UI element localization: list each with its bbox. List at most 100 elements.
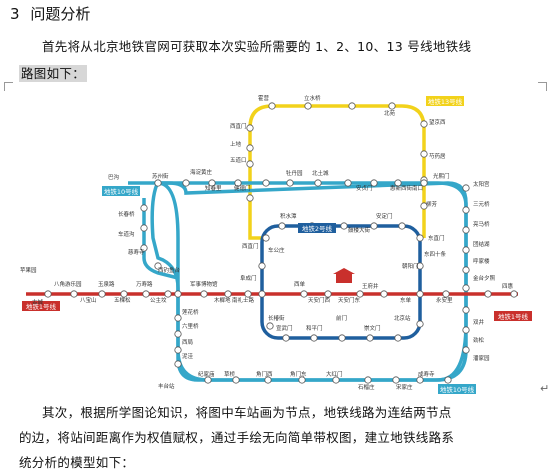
station-label: 柳芳 bbox=[426, 200, 438, 208]
station-marker bbox=[462, 346, 470, 354]
station-marker bbox=[140, 224, 148, 232]
station-label: 大红门 bbox=[326, 370, 343, 378]
station-marker bbox=[298, 376, 306, 384]
station-label: 军事博物馆 bbox=[190, 280, 218, 288]
station-marker bbox=[462, 206, 470, 214]
station-marker bbox=[140, 204, 148, 212]
station-label: 牡丹园 bbox=[286, 169, 303, 177]
station-label: 西直门 bbox=[230, 122, 247, 130]
station-marker bbox=[324, 290, 332, 298]
station-label: 金台夕照 bbox=[473, 274, 496, 282]
station-marker bbox=[484, 290, 492, 298]
station-marker bbox=[370, 222, 378, 230]
station-marker bbox=[174, 314, 182, 322]
station-marker bbox=[208, 179, 216, 187]
station-label: 成寿寺 bbox=[418, 370, 435, 378]
station-marker bbox=[246, 124, 254, 132]
station-label: 东直门 bbox=[428, 234, 445, 242]
paragraph-2-line-1: 其次，根据所学图论知识，将图中车站画为节点，地铁线路为连结两节点 bbox=[42, 405, 452, 420]
station-marker bbox=[234, 179, 242, 187]
station-label: 车公庄 bbox=[268, 246, 285, 254]
legend-line1-left: 地铁1号线 bbox=[22, 301, 60, 311]
paragraph-1-line-1: 首先将从北京地铁官网可获取本次实验所需要的 1、2、10、13 号线地铁线 bbox=[42, 39, 472, 54]
station-marker bbox=[200, 290, 208, 298]
station-label: 莲花桥 bbox=[182, 308, 199, 316]
station-label: 公主坟 bbox=[150, 296, 167, 304]
station-marker bbox=[182, 179, 190, 187]
station-label: 五棵松 bbox=[114, 296, 131, 304]
station-marker bbox=[462, 226, 470, 234]
margin-marker-left bbox=[4, 82, 13, 91]
station-label: 鼓楼大街 bbox=[348, 226, 371, 234]
station-marker bbox=[388, 102, 396, 110]
station-marker bbox=[332, 376, 340, 384]
station-marker bbox=[264, 376, 272, 384]
station-marker bbox=[462, 184, 470, 192]
station-label: 芍药居 bbox=[429, 152, 446, 160]
station-marker bbox=[286, 179, 294, 187]
station-marker bbox=[416, 290, 424, 298]
station-label: 角门西 bbox=[256, 370, 273, 378]
station-marker bbox=[142, 290, 150, 298]
station-marker bbox=[338, 334, 346, 342]
station-marker bbox=[224, 290, 232, 298]
station-label: 北土城 bbox=[312, 169, 329, 177]
station-marker bbox=[340, 222, 348, 230]
station-marker bbox=[262, 179, 270, 187]
station-label: 西单 bbox=[294, 280, 306, 288]
station-label: 石榴庄 bbox=[358, 383, 375, 391]
station-label: 长椿街 bbox=[268, 314, 285, 322]
station-label: 望京西 bbox=[429, 118, 446, 126]
paragraph-1-line-2: 路图如下： bbox=[19, 63, 88, 82]
station-label: 南礼士路 bbox=[232, 296, 255, 304]
station-marker bbox=[462, 266, 470, 274]
station-label: 知春里 bbox=[205, 184, 222, 192]
station-marker bbox=[164, 290, 172, 298]
station-label: 太阳宫 bbox=[473, 180, 490, 188]
station-marker bbox=[232, 376, 240, 384]
station-label: 潘家园 bbox=[473, 354, 490, 362]
station-marker bbox=[258, 262, 266, 270]
station-marker bbox=[444, 376, 452, 384]
station-label: 健德门 bbox=[234, 184, 251, 192]
station-marker bbox=[268, 102, 276, 110]
station-label: 天安门西 bbox=[308, 296, 331, 304]
station-marker bbox=[154, 262, 162, 270]
station-marker bbox=[370, 179, 378, 187]
station-label: 草桥 bbox=[224, 370, 236, 378]
station-marker bbox=[310, 334, 318, 342]
station-label: 王府井 bbox=[362, 282, 379, 290]
station-label: 双井 bbox=[473, 318, 485, 326]
station-marker bbox=[398, 222, 406, 230]
station-marker bbox=[394, 334, 402, 342]
station-label: 崇文门 bbox=[364, 324, 381, 332]
station-marker bbox=[394, 179, 402, 187]
station-marker bbox=[98, 290, 106, 298]
station-label: 五道口 bbox=[230, 156, 247, 164]
tiananmen-icon bbox=[336, 274, 352, 283]
station-marker bbox=[416, 262, 424, 270]
section-title: 问题分析 bbox=[30, 5, 91, 23]
station-marker bbox=[462, 284, 470, 292]
line-10-loop bbox=[157, 181, 468, 382]
station-label: 光熙门 bbox=[433, 172, 450, 180]
station-marker bbox=[510, 290, 518, 298]
station-marker bbox=[174, 330, 182, 338]
station-marker bbox=[462, 246, 470, 254]
station-label: 海淀黄庄 bbox=[190, 168, 213, 176]
station-label: 北苑 bbox=[384, 109, 396, 117]
legend-line10-bottom-label: 地铁10号线 bbox=[440, 385, 475, 394]
station-marker bbox=[282, 334, 290, 342]
station-label: 宋家庄 bbox=[396, 383, 413, 391]
station-label: 八角游乐园 bbox=[54, 280, 82, 288]
station-label: 天安门东 bbox=[338, 296, 361, 304]
station-marker bbox=[244, 290, 252, 298]
station-label: 西钓鱼台 bbox=[158, 266, 181, 274]
station-marker bbox=[462, 326, 470, 334]
station-label: 三元桥 bbox=[473, 200, 490, 208]
station-label: 泥洼 bbox=[182, 352, 194, 360]
station-label: 宣武门 bbox=[276, 324, 293, 332]
paragraph-2-line-3: 统分析的模型如下： bbox=[19, 455, 135, 470]
station-label: 角门东 bbox=[290, 370, 307, 378]
map-background bbox=[18, 88, 538, 394]
